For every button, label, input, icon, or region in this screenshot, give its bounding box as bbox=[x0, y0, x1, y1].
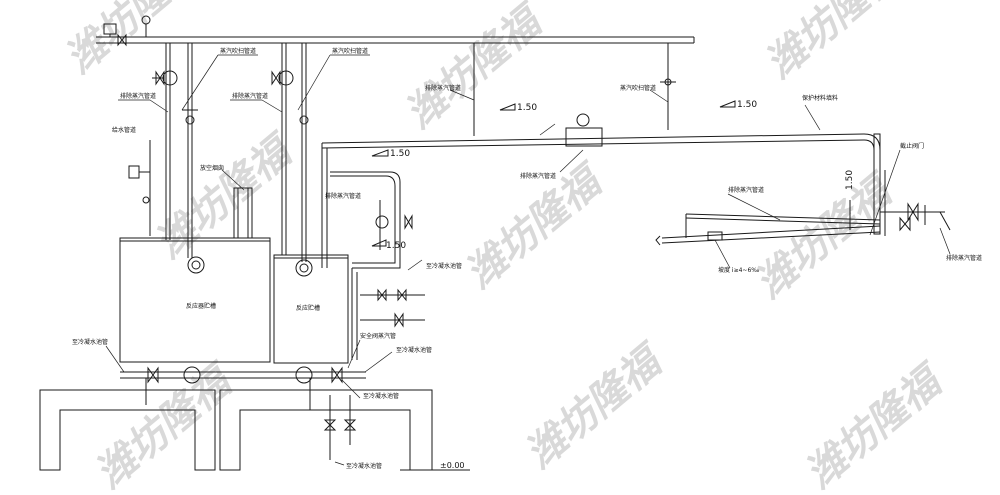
label-safety: 安全阀蒸汽管 bbox=[360, 332, 396, 340]
label-exhaust-steam: 排除蒸汽管道 bbox=[425, 84, 461, 92]
valve-icon bbox=[278, 70, 294, 86]
trap-icon bbox=[299, 115, 309, 125]
slope-label: 1.50 bbox=[386, 241, 406, 251]
watermark: 潍坊隆福 bbox=[56, 0, 214, 83]
tanks bbox=[119, 187, 349, 364]
label-exhaust-steam: 排除蒸汽管道 bbox=[232, 92, 268, 100]
foundation bbox=[39, 389, 470, 471]
label-exhaust-steam: 排除蒸汽管道 bbox=[728, 186, 764, 194]
label-water-supply: 给水管道 bbox=[112, 126, 136, 134]
gate-valve-icon bbox=[117, 33, 127, 47]
label-exhaust-steam: 排除蒸汽管道 bbox=[120, 92, 156, 100]
slope-markers: 1.50 1.50 1.50 1.50 1.50 bbox=[371, 100, 855, 251]
slope-label: 1.50 bbox=[737, 100, 757, 110]
leader-lines bbox=[105, 54, 951, 466]
left-steam-risers bbox=[152, 43, 205, 274]
exhaust-steam-main bbox=[321, 43, 881, 268]
label-steam-purge: 蒸汽吹扫管道 bbox=[220, 47, 256, 55]
flange-icon bbox=[187, 256, 205, 274]
label-exhaust-steam: 排除蒸汽管道 bbox=[325, 192, 361, 200]
label-tank-right: 反应贮槽 bbox=[296, 304, 320, 312]
watermark: 潍坊隆福 bbox=[396, 0, 554, 138]
label-stop-valve: 截止阀门 bbox=[900, 142, 924, 150]
slope-label: 1.50 bbox=[390, 149, 410, 159]
valve-icon bbox=[576, 113, 590, 127]
label-steam-purge: 蒸汽吹扫管道 bbox=[332, 47, 368, 55]
tank-right bbox=[273, 254, 349, 364]
bottom-piping bbox=[120, 366, 366, 460]
flange-icon bbox=[183, 366, 201, 384]
label-tank-left: 反应器贮槽 bbox=[186, 302, 216, 310]
watermark-layer: 潍坊隆福 潍坊隆福 潍坊隆福 潍坊隆福 潍坊隆福 潍坊隆福 潍坊隆福 潍坊隆福 … bbox=[56, 0, 954, 495]
slope-label: 1.50 bbox=[517, 103, 537, 113]
label-exhaust-steam: 排除蒸汽管道 bbox=[520, 172, 556, 180]
right-steam-risers bbox=[271, 43, 313, 277]
label-steam-purge: 蒸汽吹扫管道 bbox=[620, 84, 656, 92]
top-header-pipe bbox=[96, 15, 695, 47]
label-condensate: 至冷凝水池管 bbox=[346, 462, 382, 470]
water-supply-line bbox=[128, 140, 151, 236]
watermark: 潍坊隆福 bbox=[796, 354, 954, 491]
separator-icon bbox=[565, 127, 603, 147]
watermark: 潍坊隆福 bbox=[756, 0, 914, 88]
label-condensate: 排除蒸汽管道 bbox=[946, 254, 982, 262]
flange-icon bbox=[295, 366, 313, 384]
slope-label: 1.50 bbox=[845, 170, 855, 190]
label-elevation: ±0.00 bbox=[440, 461, 465, 470]
watermark: 潍坊隆福 bbox=[516, 334, 674, 477]
gauge-icon bbox=[142, 196, 150, 204]
tank-left bbox=[119, 237, 271, 363]
annotations: 蒸汽吹扫管道 蒸汽吹扫管道 蒸汽吹扫管道 排除蒸汽管道 排除蒸汽管道 排除蒸汽管… bbox=[72, 47, 982, 470]
label-condensate: 至冷凝水池管 bbox=[426, 262, 462, 270]
coil-loop bbox=[330, 171, 425, 360]
label-condensate: 至冷凝水池管 bbox=[396, 346, 432, 354]
label-condensate: 至冷凝水池管 bbox=[363, 392, 399, 400]
drain-line bbox=[655, 170, 951, 246]
trap-icon bbox=[185, 115, 195, 125]
vent-stack bbox=[233, 187, 253, 239]
label-drain-slope: 坡度 i≥4~6‰ bbox=[718, 266, 759, 274]
flange-icon bbox=[295, 259, 313, 277]
label-condensate: 至冷凝水池管 bbox=[72, 338, 108, 346]
watermark: 潍坊隆福 bbox=[746, 164, 904, 307]
label-vent-pipe: 放空烟囱 bbox=[200, 164, 224, 172]
label-insulation: 保护材料填料 bbox=[802, 94, 838, 102]
